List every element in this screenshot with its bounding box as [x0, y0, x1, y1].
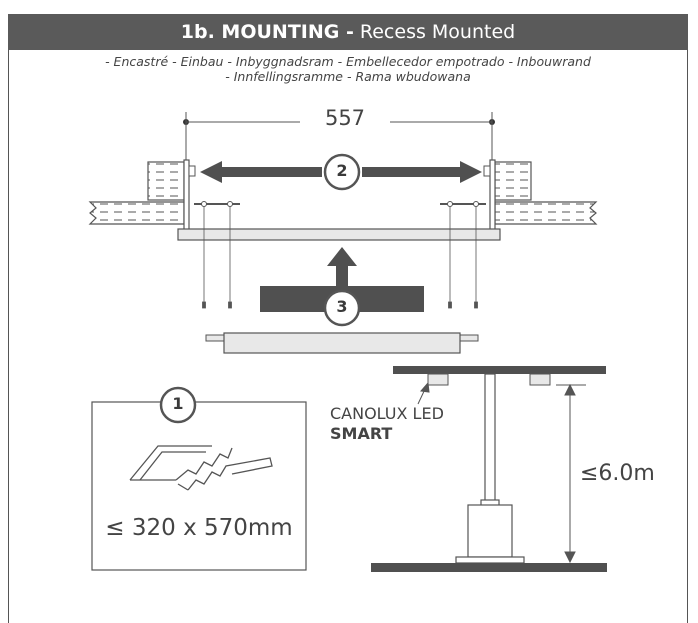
width-dimension-label: 557 [300, 106, 390, 130]
floor-slab [371, 563, 607, 572]
step-3-badge [323, 289, 361, 327]
product-name: CANOLUX LED [330, 404, 444, 423]
support-pole [455, 373, 525, 564]
saw-cutout-icon [129, 445, 273, 491]
luminaire-installed-left [427, 373, 449, 386]
title-bold: 1b. MOUNTING - [180, 21, 354, 43]
ceiling-right [483, 159, 598, 231]
ceiling-slab [393, 366, 606, 374]
bracket-right [440, 201, 486, 207]
arrow-up [327, 247, 357, 286]
luminaire [205, 332, 479, 354]
step-1-badge [159, 386, 197, 424]
cutout-box [91, 401, 307, 571]
recess-frame [177, 228, 501, 241]
product-variant: SMART [330, 424, 393, 443]
max-height-label: ≤6.0m [580, 461, 655, 486]
luminaire-installed-right [529, 373, 551, 386]
subtitle-line-2: - Innfellingsramme - Rama wbudowana [225, 69, 471, 84]
title-rest: Recess Mounted [353, 21, 516, 43]
bracket-left [194, 201, 240, 207]
arrow-left [200, 161, 322, 183]
guide-wires [202, 207, 478, 309]
cutout-size-label: ≤ 320 x 570mm [105, 515, 293, 541]
subtitle-line-1: - Encastré - Einbau - Inbyggnadsram - Em… [105, 54, 591, 69]
step-1-label: 1 [172, 394, 184, 413]
step-2-label: 2 [336, 161, 348, 180]
arrow-right [362, 161, 482, 183]
height-dimension-line [556, 383, 586, 564]
title-bar: 1b. MOUNTING - Recess Mounted [8, 14, 688, 50]
product-leader [417, 381, 430, 405]
product-label: CANOLUX LED SMART [330, 404, 444, 444]
ceiling-left [88, 159, 196, 231]
step-2-badge [323, 153, 361, 191]
subtitle: - Encastré - Einbau - Inbyggnadsram - Em… [8, 54, 688, 84]
step-3-label: 3 [336, 297, 348, 316]
